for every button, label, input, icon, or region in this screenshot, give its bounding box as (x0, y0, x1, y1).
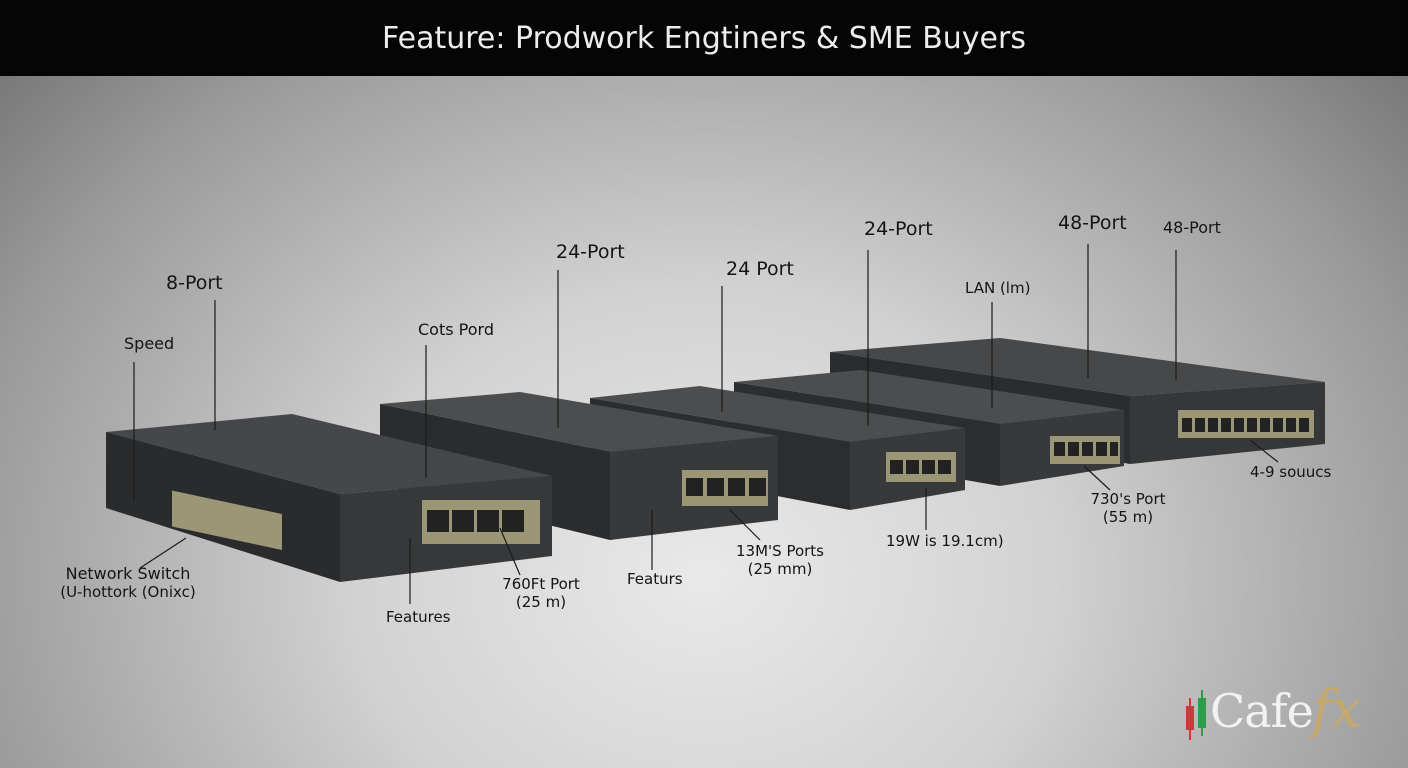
switch-lineup-illustration (106, 244, 1325, 604)
label-features-1: Features (386, 608, 451, 626)
candlestick-icon (1186, 690, 1206, 740)
label-features-2: Featurs (627, 570, 683, 588)
switch-8-port-large (106, 414, 552, 582)
label-24-port-a: 24-Port (556, 241, 625, 263)
label-cots-pord: Cots Pord (418, 320, 494, 339)
callout-lines (133, 244, 1279, 604)
label-48-port-b: 48-Port (1163, 218, 1221, 237)
cafefx-logo: Cafe fx (1184, 680, 1384, 748)
label-speed: Speed (124, 334, 175, 353)
label-760ft-port: 760Ft Port (25 m) (502, 575, 580, 611)
label-24-port-c: 24-Port (864, 218, 933, 240)
page-title: Feature: Prodwork Engtiners & SME Buyers (0, 0, 1408, 76)
label-48-port-a: 48-Port (1058, 212, 1127, 234)
label-19w: 19W is 19.1cm) (886, 532, 1004, 550)
label-sources: 4-9 souucs (1250, 463, 1332, 481)
label-24-port-b: 24 Port (726, 258, 794, 280)
label-8-port: 8-Port (166, 272, 223, 294)
label-lan: LAN (lm) (965, 279, 1031, 297)
label-13ms-ports: 13M'S Ports (25 mm) (736, 542, 824, 578)
label-730-port: 730's Port (55 m) (1090, 490, 1166, 526)
label-network-switch: Network Switch (U-hottork (Onixc) (60, 564, 196, 601)
